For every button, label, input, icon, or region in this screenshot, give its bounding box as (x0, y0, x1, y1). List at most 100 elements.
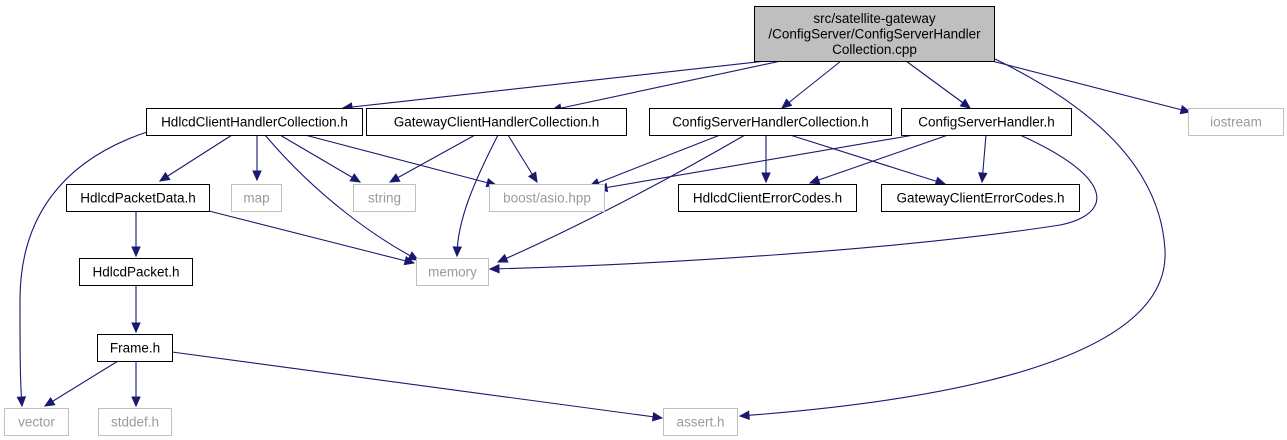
node-box (881, 184, 1080, 212)
edge-line (304, 134, 497, 186)
node-frame[interactable]: Frame.h (97, 334, 173, 362)
edge-line (551, 60, 782, 111)
edge-line (389, 134, 476, 183)
edge-root-to-cs_hc (781, 60, 842, 109)
edge-line (489, 134, 1098, 270)
node-label: HdlcdClientErrorCodes.h (693, 191, 842, 206)
node-cs-hc[interactable]: ConfigServerHandlerCollection.h (649, 108, 892, 136)
edge-arrowhead (934, 176, 947, 186)
edge-gw_chc-to-string (388, 134, 476, 183)
edge-frame-to-stddef (131, 361, 141, 408)
node-string: string (353, 184, 416, 212)
edge-hdlcd_chc-to-asio (304, 134, 498, 188)
node-label: HdlcdClientHandlerCollection.h (161, 115, 348, 130)
node-box (231, 184, 282, 212)
node-memory: memory (416, 258, 489, 286)
node-assert: assert.h (663, 408, 738, 436)
edge-line (264, 134, 419, 261)
edge-line (342, 60, 767, 109)
node-box (754, 6, 995, 62)
node-label: string (368, 191, 401, 206)
edge-arrowhead (527, 171, 538, 184)
node-label: /ConfigServer/ConfigServerHandler (768, 27, 981, 42)
node-vector: vector (4, 408, 69, 436)
edge-arrowhead (496, 253, 509, 263)
node-hdlcd-pd[interactable]: HdlcdPacketData.h (66, 184, 210, 212)
edge-line (159, 134, 233, 182)
edge-root-to-gw_chc (550, 60, 782, 113)
edge-line (789, 134, 946, 185)
edge-arrowhead (761, 172, 771, 184)
edge-line (204, 209, 415, 264)
edge-arrowhead (781, 98, 793, 109)
edge-hdlcd_chc-to-vector (16, 130, 151, 408)
edge-arrowhead (252, 170, 262, 182)
edge-arrowhead (349, 173, 362, 183)
edge-hdlcd_chc-to-hdlcd_pd (158, 134, 233, 182)
node-cs-h[interactable]: ConfigServerHandler.h (901, 108, 1072, 136)
edge-arrowhead (651, 412, 664, 422)
edge-cs_h-to-memory (488, 134, 1098, 274)
node-box (678, 184, 857, 212)
node-box (4, 408, 69, 436)
node-gw-chc[interactable]: GatewayClientHandlerCollection.h (366, 108, 627, 136)
edge-line (44, 360, 119, 407)
edge-arrowhead (488, 263, 500, 274)
edge-frame-to-assert (171, 351, 664, 422)
node-label: iostream (1210, 115, 1262, 130)
edge-cs_hc-to-memory (496, 134, 746, 263)
node-box (66, 184, 210, 212)
edge-frame-to-vector (43, 360, 119, 407)
edge-arrowhead (131, 396, 141, 408)
edge-arrowhead (407, 251, 420, 261)
edge-line (905, 60, 971, 109)
node-hdlcd-p[interactable]: HdlcdPacket.h (79, 258, 193, 286)
node-label: HdlcdPacketData.h (80, 191, 196, 206)
edge-line (739, 56, 1166, 417)
edge-line (19, 130, 151, 407)
node-box (1188, 108, 1284, 136)
node-root[interactable]: src/satellite-gateway/ConfigServer/Confi… (754, 6, 995, 62)
node-label: assert.h (676, 415, 724, 430)
node-map: map (231, 184, 282, 212)
edge-arrowhead (1179, 105, 1192, 115)
edge-root-to-cs_h (905, 60, 971, 109)
edge-gw_chc-to-memory (452, 134, 499, 258)
edge-arrowhead (978, 172, 988, 184)
node-box (146, 108, 363, 136)
node-box (416, 258, 489, 286)
edge-line (497, 134, 746, 263)
node-iostream: iostream (1188, 108, 1284, 136)
edge-arrowhead (959, 98, 971, 109)
edge-line (279, 134, 361, 183)
node-hdlcd-chc[interactable]: HdlcdClientHandlerCollection.h (146, 108, 363, 136)
node-box (97, 334, 173, 362)
edge-arrowhead (388, 173, 401, 183)
node-box (663, 408, 738, 436)
edge-root-to-iostream (987, 59, 1192, 115)
edge-root-to-assert (738, 56, 1166, 421)
node-box (98, 408, 172, 436)
node-label: boost/asio.hpp (503, 191, 591, 206)
edge-hdlcd_pd-to-memory (204, 209, 416, 266)
node-label: Collection.cpp (832, 42, 917, 57)
node-hdlcd-ec[interactable]: HdlcdClientErrorCodes.h (678, 184, 857, 212)
node-label: Frame.h (110, 341, 160, 356)
node-label: map (243, 191, 269, 206)
node-label: GatewayClientHandlerCollection.h (394, 115, 600, 130)
edge-hdlcd_chc-to-string (279, 134, 362, 183)
edge-arrowhead (403, 256, 416, 266)
edge-cs_h-to-gw_ec (978, 134, 988, 184)
node-box (489, 184, 605, 212)
edge-arrowhead (16, 396, 27, 408)
node-asio: boost/asio.hpp (489, 184, 605, 212)
edge-hdlcd_pd-to-hdlcd_p (131, 211, 141, 258)
edge-line (589, 134, 721, 187)
node-label: stddef.h (111, 415, 159, 430)
node-gw-ec[interactable]: GatewayClientErrorCodes.h (881, 184, 1080, 212)
edge-arrowhead (738, 410, 750, 421)
edge-line (781, 60, 842, 109)
edge-line (597, 134, 915, 190)
edge-line (987, 59, 1191, 113)
